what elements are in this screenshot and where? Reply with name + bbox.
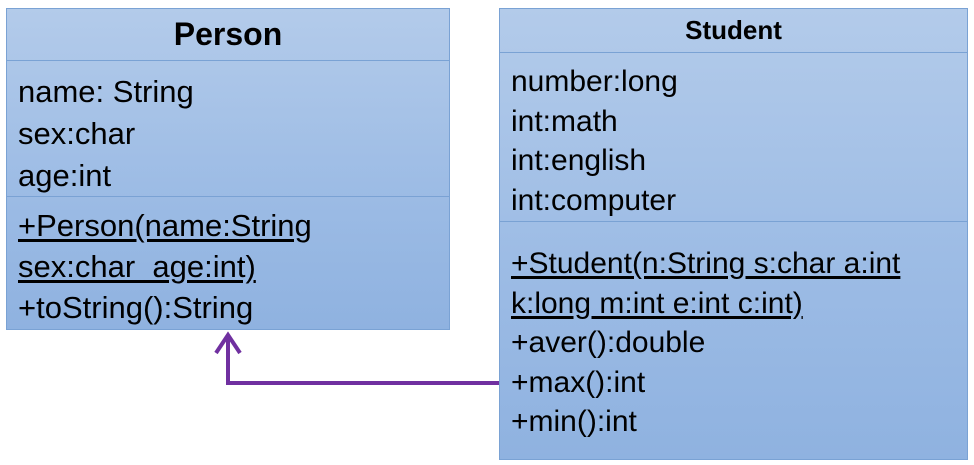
student-attribute-computer: int:computer [511,183,677,217]
inheritance-arrowhead [214,331,242,355]
student-operation-max: +max():int [511,365,646,399]
student-class-box: Student number:long int:math int:english… [499,8,968,460]
person-constructor-line-2: sex:char age:int) [18,249,256,284]
person-attribute-sex: sex:char [18,116,136,151]
inheritance-connector-line [226,336,499,385]
student-class-name: Student [685,15,782,45]
person-attribute-name: name: String [18,74,194,109]
student-constructor-line-1: +Student(n:String s:char a:int [511,247,901,280]
student-attribute-number: number:long [511,65,678,98]
person-class-name: Person [173,16,283,52]
student-attributes: number:long int:math int:english int:com… [500,52,967,221]
person-operations: +Person(name:String sex:char age:int) +t… [7,196,449,329]
student-attribute-math: int:math [511,104,618,138]
student-constructor-line-2: k:long m:int e:int c:int) [511,286,803,320]
student-attribute-english: int:english [511,144,647,177]
student-operation-min: +min():int [511,405,637,438]
person-attribute-age: age:int [18,158,112,193]
person-class-box: Person name: String sex:char age:int +Pe… [6,8,450,330]
person-attributes: name: String sex:char age:int [7,60,449,196]
person-constructor-line-1: +Person(name:String [18,208,312,243]
person-operation-tostring: +toString():String [18,290,254,325]
student-operation-aver: +aver():double [511,326,706,359]
student-operations: +Student(n:String s:char a:int k:long m:… [500,221,967,459]
